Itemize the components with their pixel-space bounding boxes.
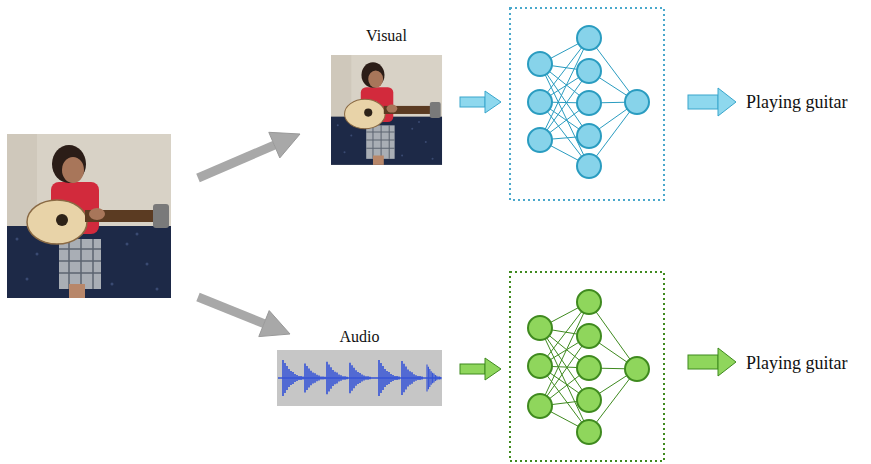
visual-panel: Visual <box>331 27 442 165</box>
panel-heading: Visual <box>331 27 442 45</box>
panel-heading: Audio <box>277 328 442 346</box>
audio-panel: Audio <box>277 328 442 406</box>
output-label: Playing guitar <box>746 92 848 113</box>
output-label: Playing guitar <box>746 353 848 374</box>
